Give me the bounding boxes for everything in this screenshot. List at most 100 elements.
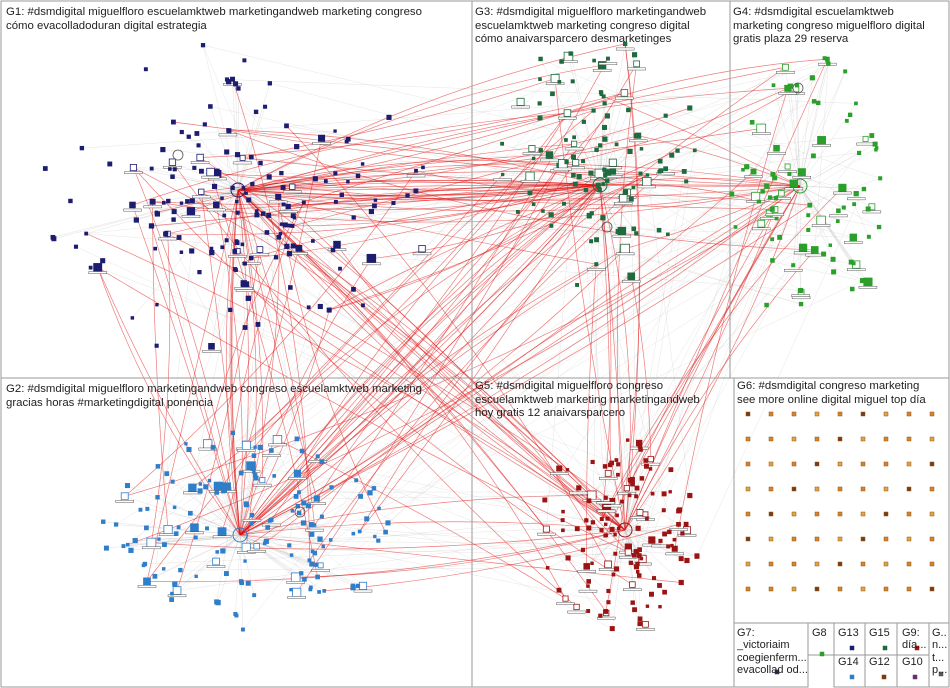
node-g1 <box>287 223 291 228</box>
edge <box>292 186 338 245</box>
node-label-g2 <box>288 477 307 480</box>
node-g2 <box>305 503 311 509</box>
node-g1 <box>294 144 300 150</box>
node-g1 <box>209 246 214 251</box>
edge <box>269 520 638 565</box>
node-label-g4 <box>767 152 786 155</box>
node-g4 <box>778 190 785 197</box>
node-label-g2 <box>237 449 256 452</box>
node-g5 <box>676 521 681 527</box>
edge <box>310 226 736 590</box>
node-g6 <box>768 486 774 492</box>
edge <box>607 172 869 283</box>
node-g4 <box>865 206 871 212</box>
node-g1 <box>42 166 48 171</box>
edge <box>635 150 696 497</box>
node-label-g3 <box>564 147 584 151</box>
node-g1 <box>222 213 227 218</box>
node-g6 <box>745 561 751 567</box>
red-edge <box>239 184 601 536</box>
node-g3 <box>557 80 562 84</box>
red-edge <box>277 196 618 516</box>
node-g2 <box>163 525 173 535</box>
node-g5 <box>637 547 642 552</box>
edge <box>799 185 809 216</box>
node-g2 <box>309 561 315 567</box>
node-g4 <box>765 209 773 217</box>
edge <box>154 534 241 577</box>
node-g3 <box>594 262 599 267</box>
edge <box>132 189 239 319</box>
node-g3 <box>663 113 668 118</box>
node-g1 <box>286 251 293 257</box>
node-g2 <box>230 430 236 435</box>
node-label-g4 <box>805 253 824 257</box>
red-edge <box>298 248 626 531</box>
node-g6 <box>791 486 797 492</box>
edge <box>599 43 626 186</box>
node-g2 <box>329 485 334 490</box>
node-g3 <box>615 229 621 235</box>
node-g3 <box>657 158 663 164</box>
red-edge <box>297 175 531 474</box>
node-g1 <box>149 198 156 205</box>
node-g6 <box>860 461 866 467</box>
node-g3 <box>601 182 606 187</box>
node-g2 <box>373 534 377 539</box>
edge <box>776 63 829 219</box>
node-g2 <box>317 536 323 542</box>
edge <box>196 133 239 191</box>
node-g2 <box>354 478 359 483</box>
node-g1 <box>386 114 392 120</box>
node-g1 <box>107 161 113 167</box>
node-label-g1 <box>234 287 253 290</box>
edge <box>639 177 775 447</box>
red-edge <box>314 58 609 526</box>
node-g6 <box>791 561 797 567</box>
red-edge <box>200 191 241 536</box>
edge <box>315 81 560 180</box>
node-g1 <box>351 286 356 292</box>
node-g6 <box>860 511 866 517</box>
node-g2 <box>184 442 188 446</box>
node-g4 <box>816 215 826 226</box>
red-edge <box>239 248 626 536</box>
edge <box>239 534 321 540</box>
node-g1 <box>161 201 166 205</box>
edge <box>624 449 641 531</box>
node-g1 <box>179 250 184 254</box>
node-g1 <box>405 193 410 198</box>
node-label-g3 <box>612 234 632 238</box>
node-g2 <box>253 543 260 550</box>
node-g1 <box>228 307 233 313</box>
node-g6 <box>791 411 797 417</box>
node-g5 <box>603 522 608 527</box>
edge <box>544 58 825 501</box>
node-g6 <box>906 411 912 417</box>
edge <box>185 443 241 536</box>
node-g2 <box>217 527 227 537</box>
node-label-g1 <box>202 350 221 353</box>
node-g5 <box>586 525 592 531</box>
node-label-g2 <box>198 447 217 451</box>
node-g1 <box>149 166 154 171</box>
node-g1 <box>317 303 323 310</box>
node-g3 <box>583 187 589 193</box>
edge <box>799 185 864 190</box>
node-g5 <box>615 513 619 518</box>
node-g3 <box>602 101 607 106</box>
node-label-g4 <box>791 296 811 300</box>
node-g4 <box>787 171 792 176</box>
node-label-g5 <box>569 491 588 495</box>
node-label-g1 <box>289 252 309 255</box>
node-g3 <box>631 185 636 190</box>
node-g3 <box>604 113 610 119</box>
node-g2 <box>172 586 182 595</box>
node-g2 <box>302 577 307 582</box>
node-g6 <box>929 586 935 592</box>
node-label-g4 <box>778 92 797 95</box>
node-g4 <box>784 163 791 170</box>
node-g3 <box>564 159 569 165</box>
